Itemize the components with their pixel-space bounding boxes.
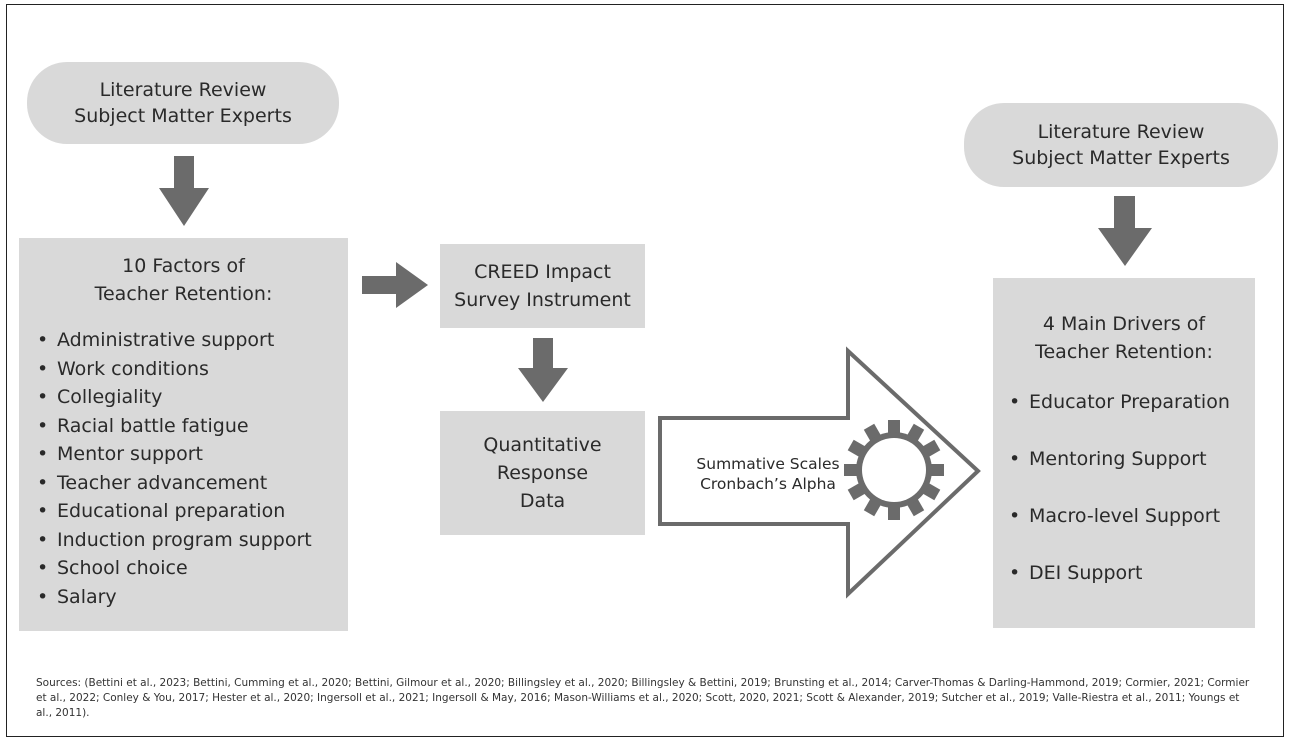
- summative-scales-line1: Summative Scales: [696, 455, 840, 473]
- factor-list-item: School choice: [35, 554, 348, 583]
- factor-list-item: Racial battle fatigue: [35, 412, 348, 441]
- cronbach-alpha-line2: Cronbach’s Alpha: [700, 475, 836, 493]
- pill-right-line2: Subject Matter Experts: [1012, 147, 1230, 169]
- ten-factors-title-line1: 10 Factors of: [122, 255, 245, 277]
- down-arrow-right: [1098, 196, 1152, 266]
- factor-list-item: Administrative support: [35, 326, 348, 355]
- factor-list-item: Mentor support: [35, 440, 348, 469]
- summative-scales-arrow: [658, 346, 981, 599]
- driver-list-item: Educator Preparation: [1007, 388, 1255, 416]
- gear-icon: [844, 420, 944, 520]
- literature-review-pill-right: Literature Review Subject Matter Experts: [964, 103, 1278, 187]
- factor-list-item: Educational preparation: [35, 497, 348, 526]
- four-drivers-title-line1: 4 Main Drivers of: [1042, 313, 1206, 335]
- summative-scales-label: Summative Scales Cronbach’s Alpha: [668, 454, 868, 494]
- four-drivers-title: 4 Main Drivers of Teacher Retention:: [993, 310, 1255, 366]
- down-arrow-left: [159, 156, 209, 226]
- factor-list-item: Salary: [35, 583, 348, 612]
- sources-footnote: Sources: (Bettini et al., 2023; Bettini,…: [36, 677, 1250, 719]
- diagram-frame: [6, 4, 1284, 737]
- survey-line1: CREED Impact: [474, 261, 611, 283]
- four-drivers-title-line2: Teacher Retention:: [1035, 341, 1213, 363]
- pill-left-line2: Subject Matter Experts: [74, 105, 292, 127]
- four-drivers-list: Educator PreparationMentoring SupportMac…: [993, 388, 1255, 587]
- data-line3: Data: [519, 490, 566, 512]
- driver-list-item: DEI Support: [1007, 559, 1255, 587]
- literature-review-pill-left: Literature Review Subject Matter Experts: [27, 62, 339, 144]
- data-line1: Quantitative: [483, 434, 602, 456]
- factor-list-item: Collegiality: [35, 383, 348, 412]
- four-drivers-box: 4 Main Drivers of Teacher Retention: Edu…: [993, 278, 1255, 628]
- right-arrow-to-survey: [362, 262, 428, 308]
- pill-left-line1: Literature Review: [99, 79, 267, 101]
- creed-survey-box: CREED Impact Survey Instrument: [440, 244, 645, 328]
- driver-list-item: Macro-level Support: [1007, 502, 1255, 530]
- ten-factors-title: 10 Factors of Teacher Retention:: [19, 252, 348, 308]
- data-line2: Response: [496, 462, 589, 484]
- quantitative-data-box: Quantitative Response Data: [440, 411, 645, 535]
- factor-list-item: Teacher advancement: [35, 469, 348, 498]
- factor-list-item: Work conditions: [35, 355, 348, 384]
- ten-factors-list: Administrative supportWork conditionsCol…: [19, 326, 348, 611]
- ten-factors-box: 10 Factors of Teacher Retention: Adminis…: [19, 238, 348, 631]
- ten-factors-title-line2: Teacher Retention:: [94, 283, 273, 305]
- pill-right-line1: Literature Review: [1037, 121, 1205, 143]
- driver-list-item: Mentoring Support: [1007, 445, 1255, 473]
- survey-line2: Survey Instrument: [454, 289, 631, 311]
- down-arrow-middle: [518, 338, 568, 402]
- factor-list-item: Induction program support: [35, 526, 348, 555]
